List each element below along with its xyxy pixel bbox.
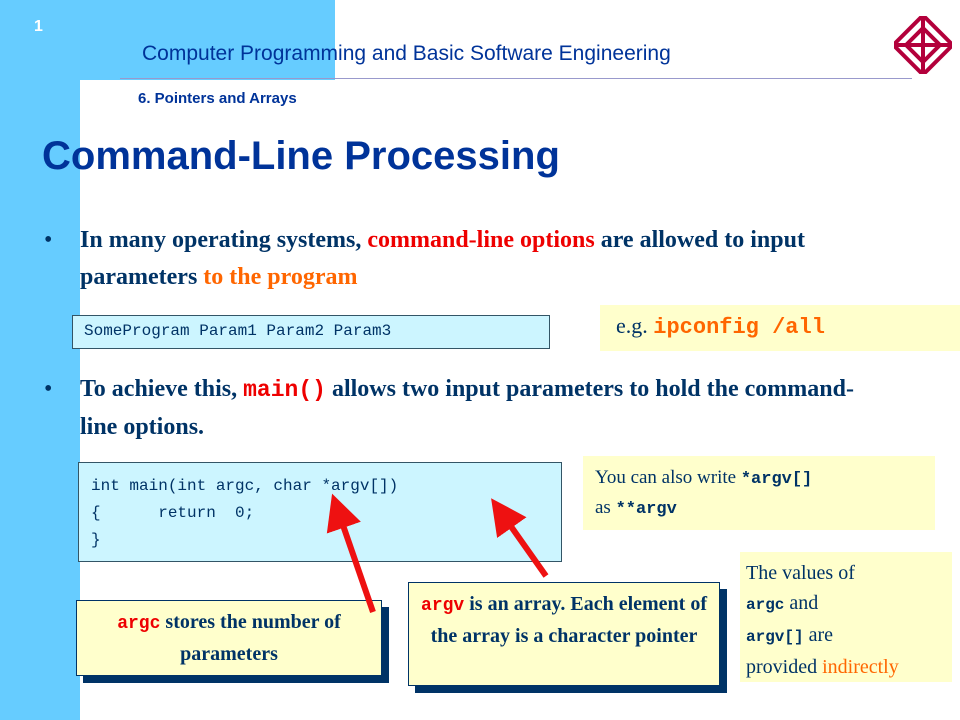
main-code-block: int main(int argc, char *argv[]) { return… [78, 462, 562, 562]
slide-title: Command-Line Processing [42, 134, 560, 178]
argc-callout: argc stores the number of parameters [76, 600, 382, 676]
callout-code: argv [421, 596, 465, 616]
code-line: int main(int argc, char *argv[]) [91, 477, 399, 495]
bullet-dot: • [44, 376, 53, 402]
example-command: ipconfig /all [653, 315, 825, 340]
note-text: and [784, 592, 819, 614]
argv-callout: argv is an array. Each element of the ar… [408, 582, 720, 686]
course-title: Computer Programming and Basic Software … [142, 42, 671, 65]
alternative-syntax-note: You can also write *argv[] as **argv [583, 456, 935, 530]
note-text: provided [746, 656, 823, 678]
callout-code: argc [117, 614, 161, 634]
note-text: You can also write [595, 467, 741, 488]
bullet-text: allows two input parameters to hold the … [80, 376, 854, 440]
header-divider [120, 78, 912, 79]
highlight-indirectly: indirectly [822, 656, 899, 678]
university-logo-icon [894, 16, 952, 74]
callout-text: is an array. Each element of the array i… [430, 593, 707, 647]
top-header-band [80, 0, 335, 80]
note-text: are [803, 624, 834, 646]
note-text: The values of [746, 562, 855, 584]
code-line: } [91, 531, 101, 549]
bullet-dot: • [44, 227, 53, 253]
example-prefix: e.g. [616, 313, 654, 338]
note-code: *argv[] [740, 470, 813, 489]
note-code: argc [746, 596, 785, 614]
slide-number: 1 [34, 18, 43, 35]
note-code: **argv [615, 500, 677, 519]
chapter-title: 6. Pointers and Arrays [138, 90, 297, 107]
bullet-text: are allowed to input parameters [80, 227, 805, 290]
callout-text: stores the number of parameters [160, 611, 341, 665]
main-function-code: main() [243, 377, 326, 403]
bullet-command-line-options: • In many operating systems, command-lin… [44, 222, 840, 296]
header-curve [80, 80, 140, 140]
bullet-text: To achieve this, [80, 376, 244, 402]
left-sidebar-band [0, 0, 80, 720]
bullet-text: In many operating systems, [80, 227, 368, 253]
highlight-to-the-program: to the program [203, 264, 358, 290]
highlight-command-line-options: command-line options [367, 227, 595, 253]
values-note: The values of argc and argv[] are provid… [740, 552, 952, 682]
example-note: e.g. ipconfig /all [600, 305, 960, 351]
code-line: { return 0; [91, 504, 255, 522]
note-code: argv[] [746, 628, 804, 646]
bullet-main-parameters: • To achieve this, main() allows two inp… [44, 371, 880, 446]
command-example-box: SomeProgram Param1 Param2 Param3 [72, 315, 550, 349]
note-text: as [595, 497, 616, 518]
